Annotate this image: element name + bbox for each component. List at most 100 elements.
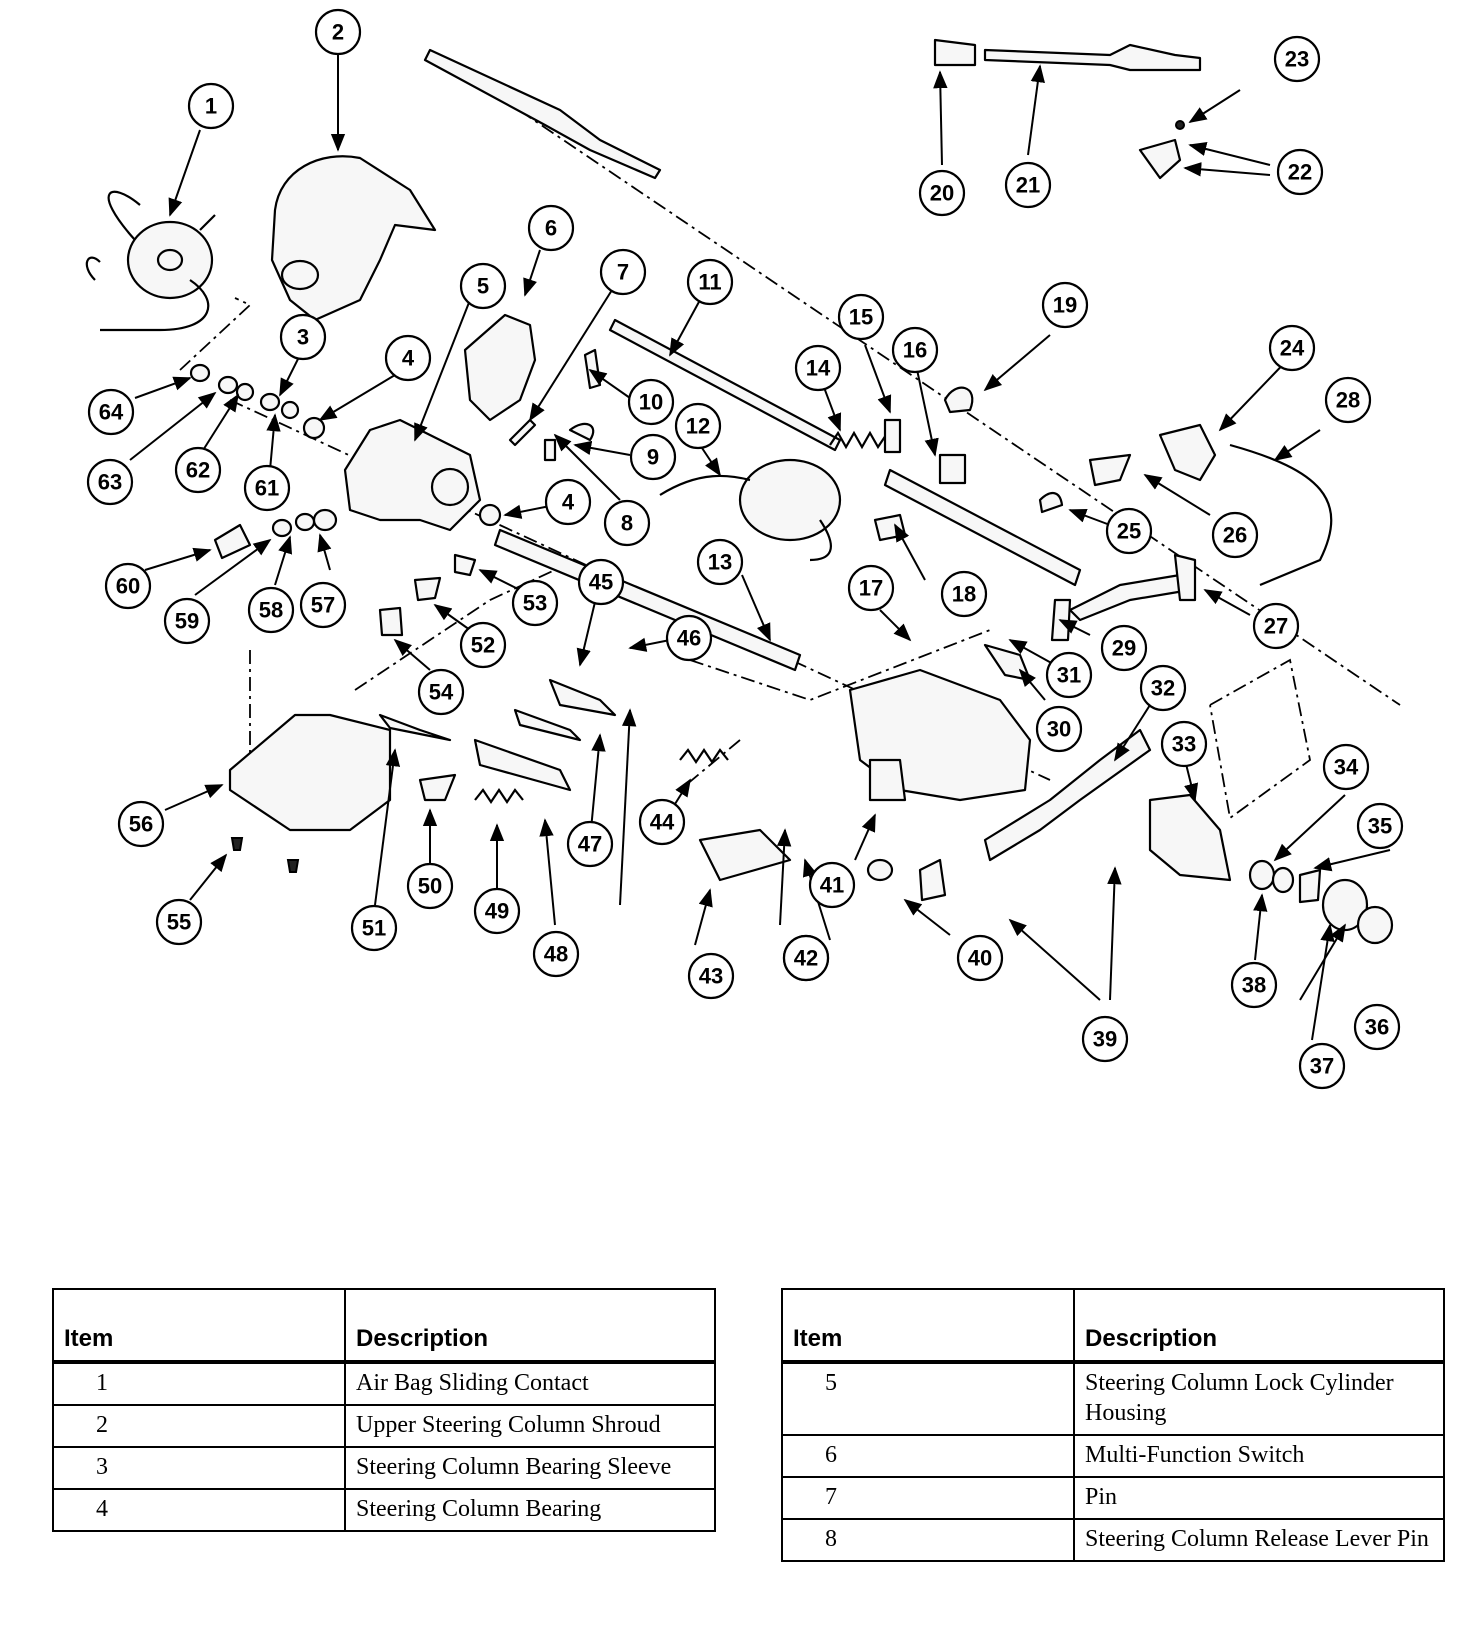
callout: 4 [384, 334, 432, 382]
svg-text:39: 39 [1093, 1027, 1117, 1052]
svg-text:36: 36 [1365, 1015, 1389, 1040]
top-rod-shape [423, 48, 662, 180]
callout: 64 [87, 388, 135, 436]
item-number: 2 [52, 1404, 346, 1448]
svg-text:29: 29 [1112, 636, 1136, 661]
svg-text:38: 38 [1242, 973, 1266, 998]
column-header-item: Item [781, 1288, 1075, 1364]
callout: 48 [532, 930, 580, 978]
callout: 44 [638, 798, 686, 846]
callout: 28 [1324, 376, 1372, 424]
lower-bracket-shape [1148, 793, 1232, 882]
table-row: 6 Multi-Function Switch [781, 1434, 1445, 1478]
svg-text:3: 3 [297, 325, 309, 350]
svg-text:40: 40 [968, 946, 992, 971]
item-number: 3 [52, 1446, 346, 1490]
table-row: 3 Steering Column Bearing Sleeve [52, 1446, 716, 1490]
callout: 10 [627, 378, 675, 426]
svg-text:18: 18 [952, 582, 976, 607]
parts-table-left: Item Description 1 Air Bag Sliding Conta… [52, 1288, 716, 1532]
callout: 8 [603, 499, 651, 547]
callouts: 1 2 3 4 5 6 7 8 9 10 11 12 13 14 15 16 1… [86, 8, 1404, 1090]
svg-text:16: 16 [903, 338, 927, 363]
svg-text:59: 59 [175, 609, 199, 634]
steering-shaft-shape [493, 528, 802, 672]
part-shapes [85, 38, 1394, 945]
callout: 4 [544, 478, 592, 526]
callout: 33 [1160, 720, 1208, 768]
item-number: 8 [781, 1518, 1075, 1562]
svg-text:30: 30 [1047, 717, 1071, 742]
svg-text:12: 12 [686, 414, 710, 439]
callout: 43 [687, 952, 735, 1000]
svg-text:60: 60 [116, 574, 140, 599]
exploded-view-diagram: 1 2 3 4 5 6 7 8 9 10 11 12 13 14 15 16 1… [85, 8, 1404, 1090]
shift-rod-shape [608, 318, 842, 452]
svg-text:31: 31 [1057, 663, 1081, 688]
table-row: 1 Air Bag Sliding Contact [52, 1361, 716, 1406]
svg-text:21: 21 [1016, 173, 1040, 198]
callout: 36 [1353, 1003, 1401, 1051]
svg-text:45: 45 [589, 570, 613, 595]
callout: 11 [686, 258, 734, 306]
svg-text:57: 57 [311, 593, 335, 618]
callout: 55 [155, 898, 203, 946]
callout: 25 [1105, 507, 1153, 555]
callout: 21 [1004, 161, 1052, 209]
callout: 45 [577, 558, 625, 606]
item-number: 1 [52, 1361, 346, 1406]
column-header-item: Item [52, 1288, 346, 1364]
svg-text:15: 15 [849, 305, 873, 330]
callout: 12 [674, 402, 722, 450]
callout: 41 [808, 861, 856, 909]
callout: 6 [527, 204, 575, 252]
svg-text:63: 63 [98, 470, 122, 495]
callout: 56 [117, 800, 165, 848]
callout: 63 [86, 458, 134, 506]
svg-text:24: 24 [1280, 336, 1305, 361]
item-number: 7 [781, 1476, 1075, 1520]
callout: 15 [837, 293, 885, 341]
svg-text:55: 55 [167, 910, 191, 935]
callout: 32 [1139, 664, 1187, 712]
parts-table-right: Item Description 5 Steering Column Lock … [781, 1288, 1445, 1562]
svg-text:58: 58 [259, 598, 283, 623]
svg-text:19: 19 [1053, 293, 1077, 318]
svg-text:34: 34 [1334, 755, 1359, 780]
callout: 27 [1252, 602, 1300, 650]
svg-text:20: 20 [930, 181, 954, 206]
callout: 53 [511, 579, 559, 627]
svg-text:44: 44 [650, 810, 675, 835]
svg-text:64: 64 [99, 400, 124, 425]
item-description: Pin [1073, 1476, 1445, 1520]
callout: 22 [1276, 148, 1324, 196]
cable-shape [1229, 443, 1333, 587]
svg-text:48: 48 [544, 942, 568, 967]
lever-plate-shape [983, 728, 1152, 862]
callout: 51 [350, 904, 398, 952]
item-number: 5 [781, 1361, 1075, 1436]
svg-text:56: 56 [129, 812, 153, 837]
svg-text:11: 11 [698, 270, 721, 295]
column-header-description: Description [344, 1288, 716, 1364]
table-row: 2 Upper Steering Column Shroud [52, 1404, 716, 1448]
callout: 40 [956, 934, 1004, 982]
item-description: Steering Column Release Lever Pin [1073, 1518, 1445, 1562]
svg-text:28: 28 [1336, 388, 1360, 413]
shaft-assembly-shape [933, 38, 977, 67]
svg-text:52: 52 [471, 633, 495, 658]
svg-text:6: 6 [545, 216, 557, 241]
item-description: Steering Column Bearing Sleeve [344, 1446, 716, 1490]
callout: 57 [299, 581, 347, 629]
item-description: Upper Steering Column Shroud [344, 1404, 716, 1448]
item-description: Multi-Function Switch [1073, 1434, 1445, 1478]
table-row: 7 Pin [781, 1476, 1445, 1520]
svg-text:25: 25 [1117, 519, 1141, 544]
svg-text:27: 27 [1264, 614, 1288, 639]
callout: 17 [847, 564, 895, 612]
callout: 13 [696, 538, 744, 586]
svg-text:49: 49 [485, 899, 509, 924]
callout: 34 [1322, 743, 1370, 791]
svg-text:61: 61 [255, 476, 279, 501]
svg-text:32: 32 [1151, 676, 1175, 701]
